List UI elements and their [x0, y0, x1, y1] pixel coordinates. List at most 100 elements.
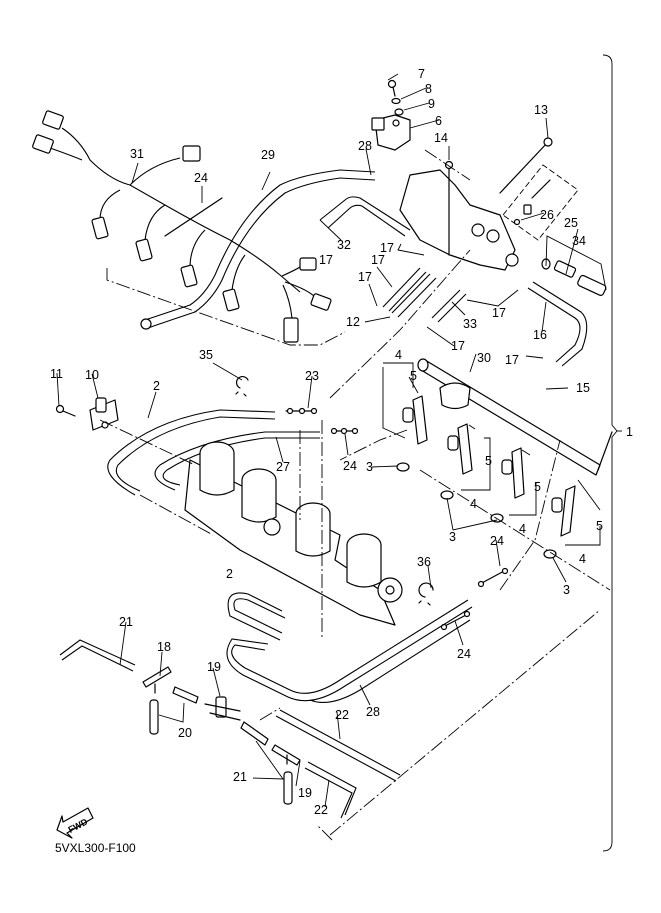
callout-15[interactable]: 15 [576, 381, 590, 395]
pressure-sensor [371, 114, 411, 151]
callout-17[interactable]: 17 [505, 353, 519, 367]
callout-24[interactable]: 23 [305, 369, 319, 383]
callout-36[interactable]: 35 [199, 348, 213, 362]
connector [182, 145, 201, 162]
bolt-7 [387, 79, 397, 97]
hose-16 [527, 287, 581, 363]
hose-22 [304, 761, 357, 819]
collar-8 [391, 97, 401, 105]
callout-32[interactable]: 31 [130, 147, 144, 161]
injector [501, 447, 525, 499]
connector [135, 238, 153, 262]
callout-24[interactable]: 24 [490, 534, 504, 548]
callout-24[interactable]: 24 [343, 459, 357, 473]
callout-3[interactable]: 3 [563, 583, 570, 597]
callout-17[interactable]: 17 [319, 253, 333, 267]
connector [180, 264, 198, 288]
callout-19[interactable]: 19 [298, 786, 312, 800]
callout-28[interactable]: 28 [366, 705, 380, 719]
callout-4[interactable]: 4 [470, 497, 477, 511]
callout-8[interactable]: 8 [425, 82, 432, 96]
injector [551, 485, 576, 537]
dashed-alignment-lines [99, 149, 611, 841]
connector [222, 288, 240, 312]
callout-25[interactable]: 24 [194, 171, 208, 185]
clip-36 [418, 582, 434, 606]
callout-5[interactable]: 5 [410, 369, 417, 383]
callout-22[interactable]: 21 [119, 615, 133, 629]
callout-3[interactable]: 3 [366, 460, 373, 474]
callout-5[interactable]: 5 [534, 480, 541, 494]
figure-code: 5VXL300-F100 [55, 841, 136, 855]
callout-17[interactable]: 17 [358, 270, 372, 284]
connector [91, 216, 109, 240]
hose-12 [391, 273, 437, 318]
callout-5[interactable]: 5 [485, 454, 492, 468]
hose-33 [319, 196, 411, 231]
callout-2[interactable]: 2 [226, 567, 233, 581]
callout-4[interactable]: 4 [579, 552, 586, 566]
connector [283, 317, 299, 343]
fuel-pipe-assembly [399, 169, 519, 271]
callout-7[interactable]: 7 [418, 67, 425, 81]
hose-2 [233, 598, 286, 634]
bolt-24 [477, 567, 509, 588]
callout-27[interactable]: 26 [540, 208, 554, 222]
callout-5[interactable]: 5 [596, 519, 603, 533]
callout-9[interactable]: 9 [428, 97, 435, 111]
hose-28 [154, 431, 320, 491]
pressure-regulator [439, 382, 471, 410]
callout-17[interactable]: 17 [380, 241, 394, 255]
callout-35[interactable]: 34 [572, 234, 586, 248]
callout-12[interactable]: 12 [346, 315, 360, 329]
callout-6[interactable]: 6 [435, 114, 442, 128]
callout-2[interactable]: 2 [153, 379, 160, 393]
callout-18[interactable]: 17 [371, 253, 385, 267]
connector [299, 257, 317, 271]
callout-16[interactable]: 16 [533, 328, 547, 342]
callout-24[interactable]: 24 [457, 647, 471, 661]
throttle-position-sensor [89, 397, 119, 431]
hose-30 [144, 169, 376, 321]
callout-22[interactable]: 22 [314, 803, 328, 817]
callout-34[interactable]: 33 [463, 317, 477, 331]
plug-35 [577, 274, 607, 296]
joint-19 [271, 744, 301, 766]
bolt-13 [499, 141, 549, 194]
callout-28[interactable]: 27 [276, 460, 290, 474]
seal-3 [396, 462, 410, 472]
callout-17[interactable]: 17 [492, 306, 506, 320]
callout-20[interactable]: 19 [207, 660, 221, 674]
callout-23[interactable]: 22 [335, 708, 349, 722]
hose-34 [431, 289, 467, 323]
joint-19 [142, 666, 172, 694]
callout-11[interactable]: 11 [50, 367, 63, 381]
callout-21[interactable]: 21 [233, 770, 247, 784]
callout-29[interactable]: 28 [358, 139, 372, 153]
callout-3[interactable]: 3 [449, 530, 456, 544]
forward-direction-arrow: FWD [56, 807, 94, 839]
cable-tie [164, 197, 223, 237]
hose-22 [59, 639, 136, 672]
hose-21 [149, 699, 159, 735]
callout-4[interactable]: 4 [395, 348, 402, 362]
callout-33[interactable]: 32 [337, 238, 351, 252]
callout-21[interactable]: 20 [178, 726, 192, 740]
callout-26[interactable]: 25 [564, 216, 578, 230]
callout-14[interactable]: 14 [434, 131, 448, 145]
callout-36[interactable]: 36 [417, 555, 431, 569]
callout-17[interactable]: 17 [451, 339, 465, 353]
connector [310, 293, 332, 311]
callout-13[interactable]: 13 [534, 103, 548, 117]
callout-31[interactable]: 30 [477, 351, 491, 365]
callout-30[interactable]: 29 [261, 148, 275, 162]
wire-harness [32, 110, 332, 343]
connector [32, 134, 54, 154]
callout-19[interactable]: 18 [157, 640, 171, 654]
callout-10[interactable]: 10 [85, 368, 99, 382]
callout-1[interactable]: 1 [626, 425, 633, 439]
seal-3 [440, 490, 454, 500]
callout-4[interactable]: 4 [519, 522, 526, 536]
leader-lines [56, 73, 607, 808]
